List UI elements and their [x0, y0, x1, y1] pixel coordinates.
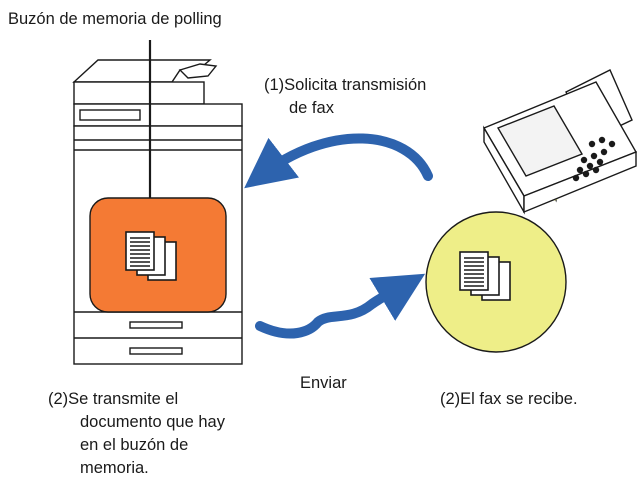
step2-left-line3: en el buzón de [80, 436, 189, 454]
polling-box-label: Buzón de memoria de polling [8, 10, 222, 28]
send-arrow [255, 273, 426, 339]
request-arrow [244, 133, 433, 189]
send-label: Enviar [300, 374, 347, 392]
step2-left-line1: (2)Se transmite el [48, 390, 179, 408]
step2-right-label: (2)El fax se recibe. [440, 390, 578, 408]
fax-machine-icon [482, 69, 638, 215]
step2-left-line4: memoria. [80, 459, 149, 477]
step1-label-line1: (1)Solicita transmisión [264, 76, 427, 94]
step1-label-line2: de fax [289, 99, 334, 117]
step2-left-line2: documento que hay [80, 413, 225, 431]
